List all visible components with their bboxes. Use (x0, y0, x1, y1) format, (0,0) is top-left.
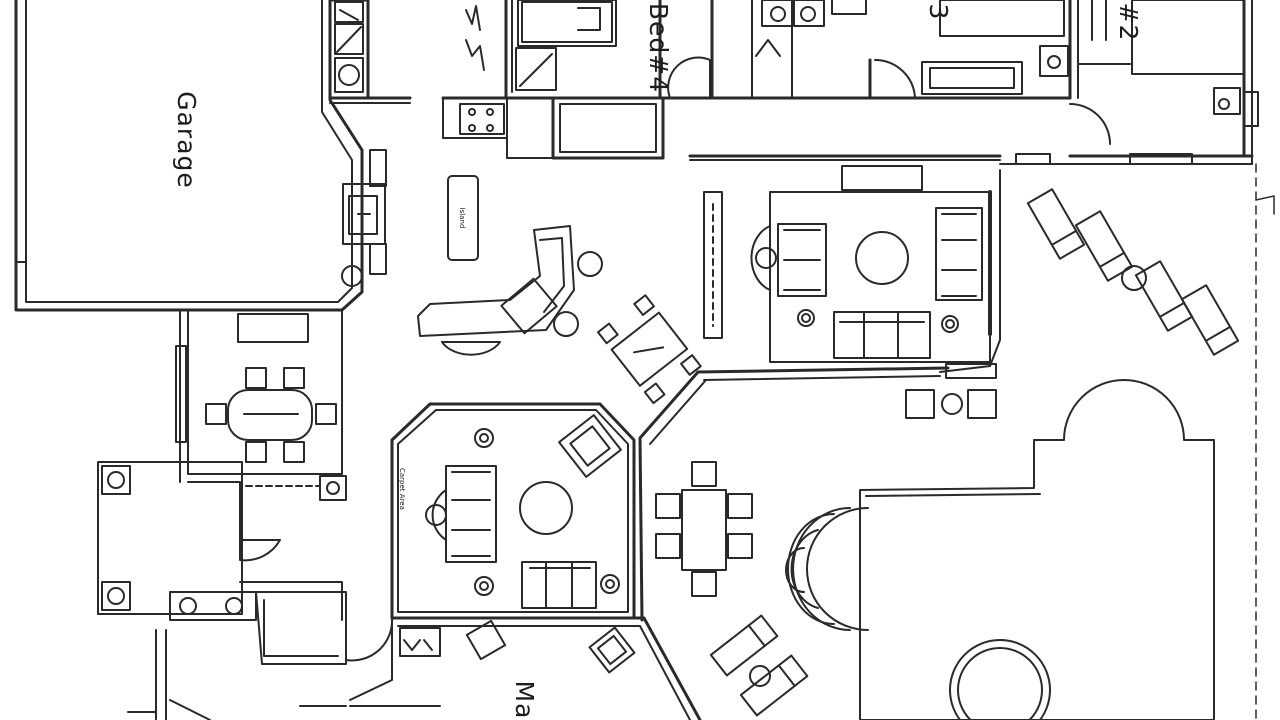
great-room (750, 165, 1001, 419)
bedroom-2 (999, 0, 1259, 165)
spa (949, 639, 1051, 720)
pool (785, 379, 1215, 720)
bedroom-3 (710, 0, 1069, 100)
master-suite-label: Ma (510, 681, 539, 720)
carpet-area-label: Carpet Area (398, 468, 406, 510)
sliding-door-strip (703, 191, 723, 339)
bedroom-4 (465, 0, 711, 100)
diagonal-wall (638, 366, 950, 622)
island-label: Island (458, 208, 466, 229)
north-hall-walls (328, 0, 1111, 161)
patio-loungers-south (709, 614, 809, 717)
kitchen (417, 175, 603, 356)
bedroom-2-label: #2 (1114, 3, 1143, 42)
pool-deck-loungers (1026, 188, 1240, 356)
family-room (390, 402, 636, 620)
patio-dining (655, 461, 753, 597)
hall-bath (442, 96, 665, 160)
laundry-column (328, 0, 370, 100)
entry-porch (97, 461, 343, 621)
formal-dining (15, 309, 347, 562)
bedroom-3-label: 3 (924, 4, 953, 21)
dining-nook (597, 294, 702, 405)
master-suite (390, 616, 702, 720)
master-entry (127, 591, 441, 720)
garage-label: Garage (172, 91, 201, 189)
bedroom-4-label: Bed#4 (644, 3, 673, 93)
